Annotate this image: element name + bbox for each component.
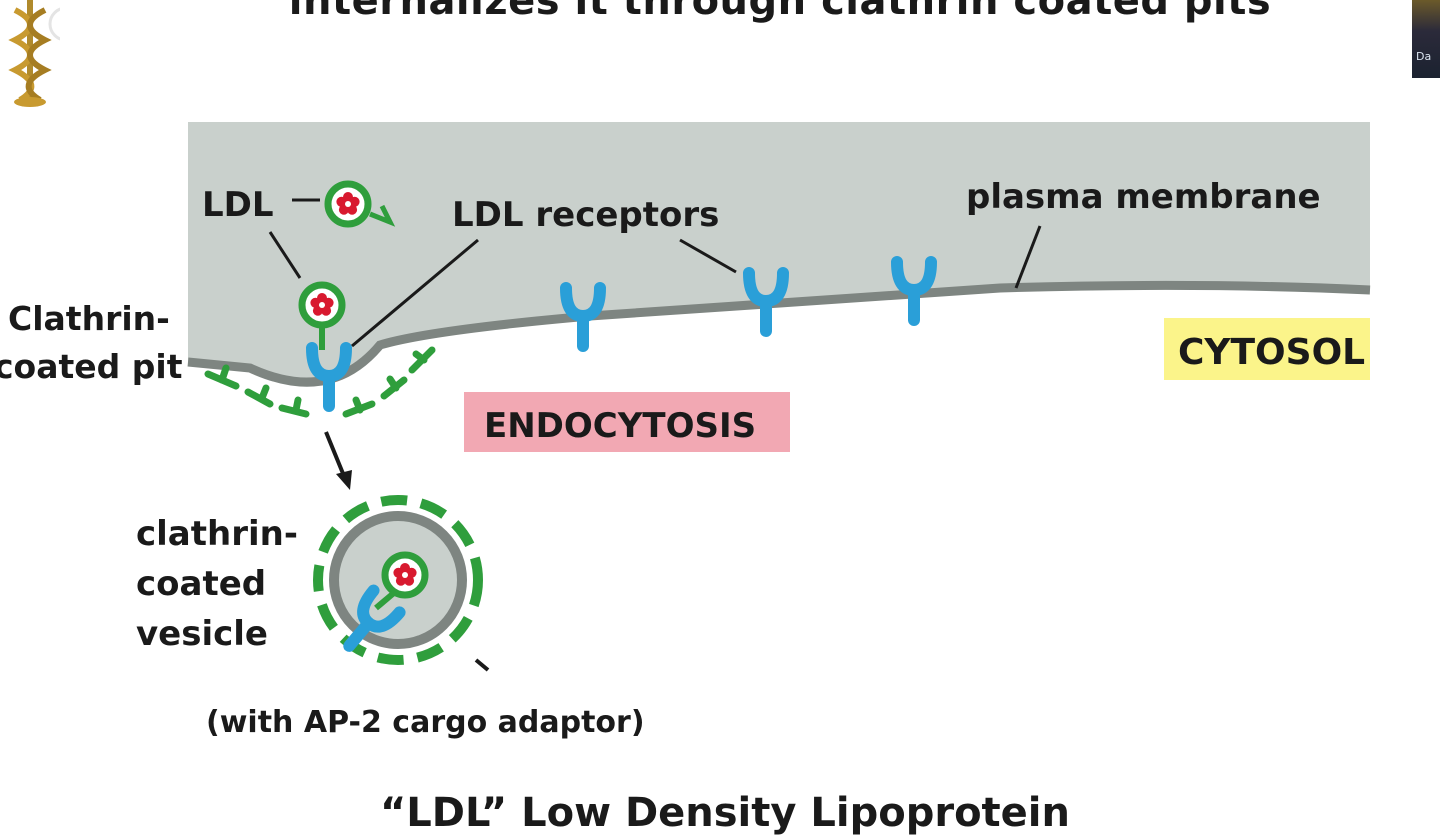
ldl-particle-free xyxy=(328,184,368,224)
caduceus-logo xyxy=(8,0,60,107)
endocytosis-arrow xyxy=(324,431,352,490)
ap2-cargo-adaptor-label: (with AP-2 cargo adaptor) xyxy=(206,705,645,740)
pit-clathrin-coat xyxy=(204,346,436,418)
clathrin-coated-pit-label-line2: coated pit xyxy=(0,347,183,386)
presenter-webcam-thumbnail: Da xyxy=(1412,0,1440,78)
vesicle-label-line3: vesicle xyxy=(136,614,268,654)
cytosol-label: CYTOSOL xyxy=(1178,332,1365,373)
ldl-particle-bound xyxy=(302,285,342,325)
plasma-membrane-label: plasma membrane xyxy=(966,177,1321,217)
extracellular-space xyxy=(188,122,1370,383)
ldl-receptors-label: LDL receptors xyxy=(452,195,719,235)
ldl-endocytosis-diagram: LDL LDL receptors plasma membrane Clathr… xyxy=(0,122,1371,740)
ldl-label: LDL xyxy=(202,185,274,225)
vesicle-label-line2: coated xyxy=(136,564,266,604)
presenter-name-fragment: Da xyxy=(1416,50,1432,63)
endocytosis-label: ENDOCYTOSIS xyxy=(484,406,756,446)
clathrin-coated-pit-label-line1: Clathrin- xyxy=(8,299,170,338)
vesicle-label-line1: clathrin- xyxy=(136,514,298,554)
leader-lines xyxy=(268,198,1042,348)
slide-bottom-text: “LDL” Low Density Lipoprotein xyxy=(380,790,1070,836)
ldl-arrow-icon xyxy=(369,204,396,227)
clathrin-coated-vesicle xyxy=(313,495,490,672)
endocytosis-highlight xyxy=(464,392,790,452)
cytosol-highlight xyxy=(1164,318,1370,380)
slide-title: internalizes it through clathrin coated … xyxy=(288,0,1272,24)
